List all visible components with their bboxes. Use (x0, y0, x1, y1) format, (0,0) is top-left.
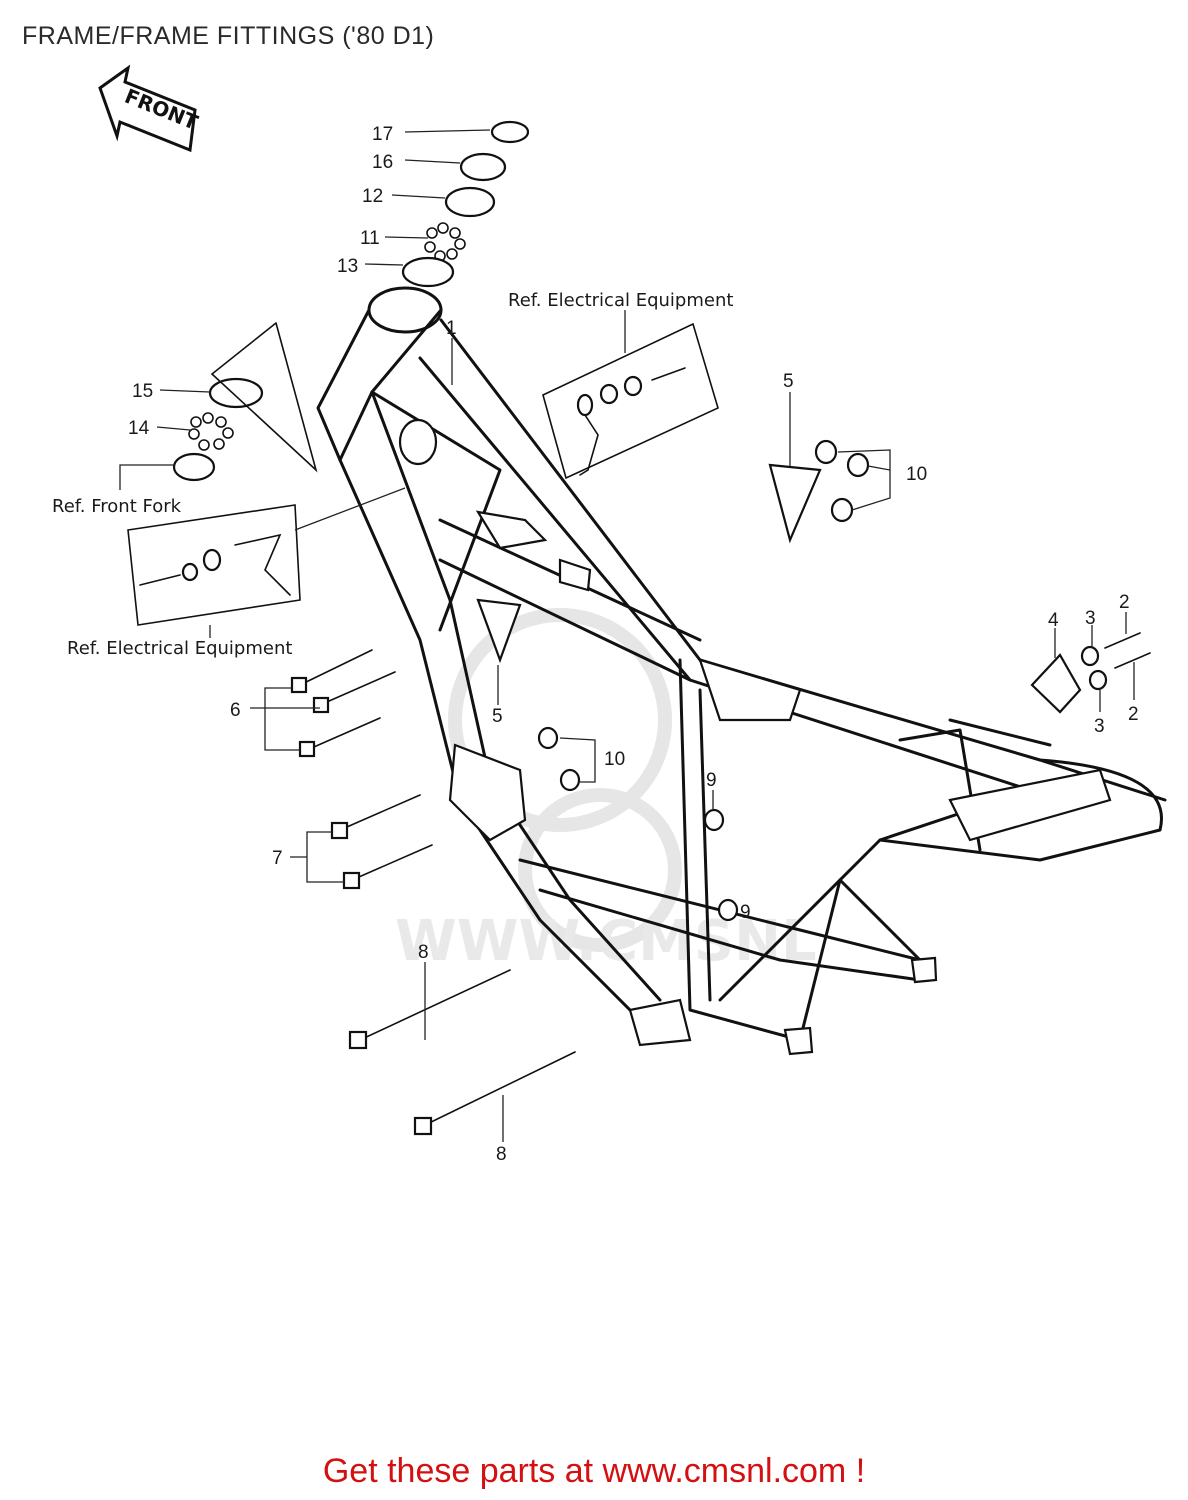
motorcycle-frame (316, 286, 1167, 1056)
label-part-15: 15 (132, 381, 153, 402)
page-title: FRAME/FRAME FITTINGS ('80 D1) (22, 22, 435, 50)
ref-electrical-top-box (542, 310, 719, 480)
part-10-nuts (537, 439, 870, 792)
label-part-4: 4 (1048, 610, 1059, 631)
label-part-10-left: 10 (604, 749, 625, 770)
part-9-nut-upper (703, 808, 725, 832)
label-part-17: 17 (372, 124, 393, 145)
footer-link-text[interactable]: Get these parts at www.cmsnl.com ! (322, 1452, 866, 1490)
watermark-logo: WWW.CMSNL (395, 608, 817, 974)
part-12-cone (444, 186, 496, 218)
label-part-7: 7 (272, 848, 283, 869)
label-part-16: 16 (372, 152, 393, 173)
part-8-long-bolts (348, 969, 576, 1136)
label-part-13: 13 (337, 256, 358, 277)
front-fork-cone (172, 452, 216, 482)
part-11-ball-bearings (424, 222, 466, 262)
label-part-9-lower: 9 (740, 902, 751, 923)
part-17-nut (490, 120, 530, 144)
leader-lines (119, 129, 1135, 1142)
part-13-race (401, 256, 455, 288)
part-4-plate-group (1030, 632, 1151, 714)
part-16-washer (459, 152, 507, 182)
part-15-race (208, 377, 264, 409)
label-part-8-upper: 8 (418, 942, 429, 963)
label-part-3-lower: 3 (1094, 716, 1105, 737)
label-part-11: 11 (360, 228, 380, 249)
part-5-plate-right (768, 463, 822, 544)
ref-front-fork-label: Ref. Front Fork (52, 496, 182, 517)
label-part-5-left: 5 (492, 706, 503, 727)
steering-stem-parts (172, 120, 530, 482)
label-part-5-right: 5 (783, 371, 794, 392)
label-part-10-right: 10 (906, 464, 927, 485)
front-arrow-icon: FRONT (98, 64, 202, 153)
label-part-9-upper: 9 (706, 770, 717, 791)
part-6-bolts (290, 649, 396, 758)
part-14-ball-bearings (188, 412, 234, 451)
part-5-plate-left (476, 598, 522, 664)
label-part-8-lower: 8 (496, 1144, 507, 1165)
label-part-2-upper: 2 (1119, 592, 1130, 613)
label-part-3-upper: 3 (1085, 608, 1096, 629)
part-7-bolts (330, 794, 433, 890)
ref-electrical-left-box (127, 487, 406, 638)
part-9-nut-lower (717, 898, 739, 922)
ref-electrical-left-label: Ref. Electrical Equipment (67, 638, 292, 659)
label-part-2-lower: 2 (1128, 704, 1139, 725)
label-part-12: 12 (362, 186, 383, 207)
label-part-14: 14 (128, 418, 150, 439)
label-part-6: 6 (230, 700, 241, 721)
label-part-1: 1 (446, 318, 457, 339)
ref-electrical-top-label: Ref. Electrical Equipment (508, 290, 733, 311)
